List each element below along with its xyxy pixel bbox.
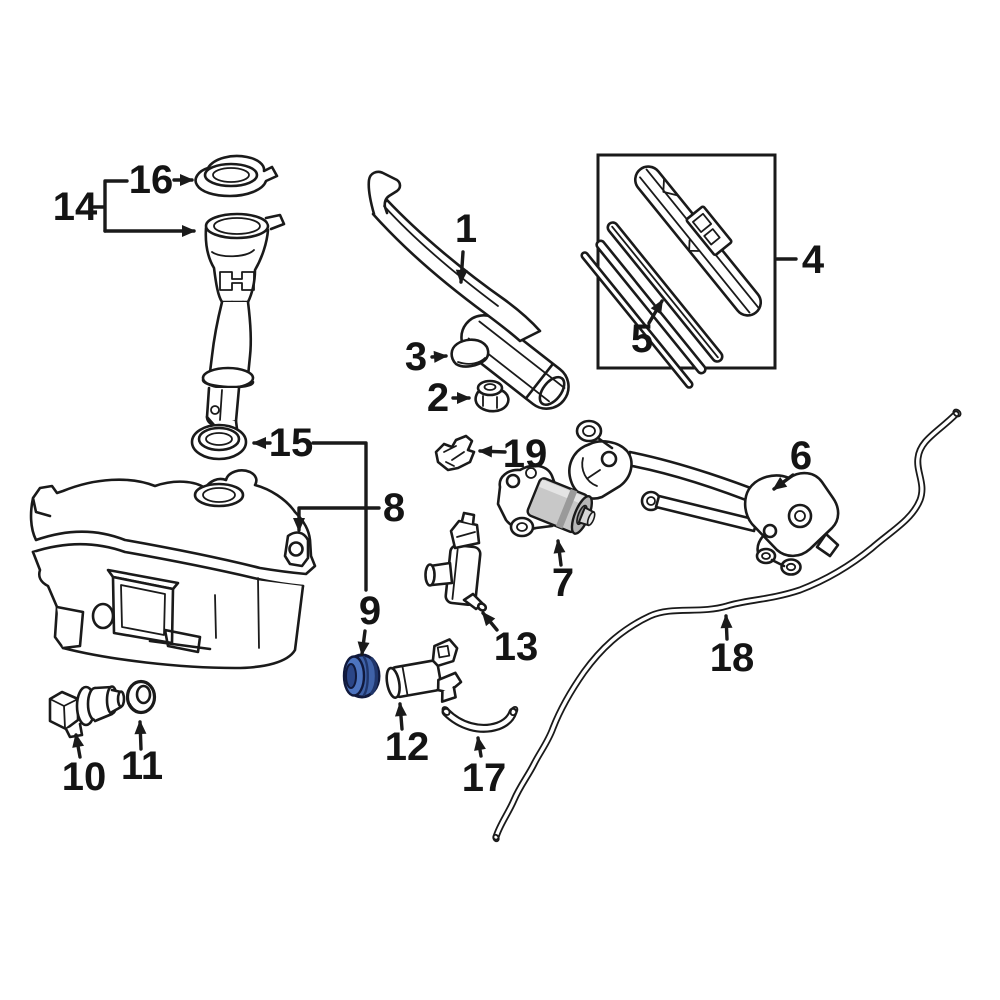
leader-9 <box>357 629 370 656</box>
leader-13 <box>481 611 499 632</box>
callout-9: 9 <box>359 589 381 633</box>
callout-3: 3 <box>405 335 427 379</box>
wiper-linkage-drawing <box>568 419 840 576</box>
callout-6: 6 <box>790 434 812 478</box>
leader-8 <box>293 506 381 532</box>
leader-7 <box>553 539 566 567</box>
arm-cap-drawing <box>450 338 490 368</box>
leader-12 <box>394 702 407 731</box>
level-sensor-drawing <box>48 685 126 739</box>
callout-labels: 1 2 3 4 5 6 7 8 9 10 11 12 13 14 15 16 1… <box>53 158 825 800</box>
washer-pump-front-drawing <box>385 638 463 703</box>
filler-cap-drawing <box>194 154 279 198</box>
callout-4: 4 <box>802 238 825 282</box>
leader-5 <box>647 299 664 325</box>
leader-11 <box>134 720 147 751</box>
callout-16: 16 <box>129 158 174 202</box>
washer-reservoir-drawing <box>29 469 317 670</box>
callout-2: 2 <box>427 376 449 420</box>
leader-10 <box>72 733 85 759</box>
callout-13: 13 <box>494 625 539 669</box>
pump-grommet-highlight-drawing <box>342 653 381 699</box>
callout-18: 18 <box>710 636 755 680</box>
pivot-grommet-drawing <box>474 379 510 413</box>
callout-11: 11 <box>121 744 163 788</box>
reservoir-seal-drawing <box>190 423 248 461</box>
leader-6 <box>772 473 795 491</box>
washer-hose-long-drawing <box>492 408 962 843</box>
washer-pump-rear-drawing <box>424 511 488 612</box>
leader-18 <box>720 614 733 641</box>
hose-bracket-drawing <box>434 434 476 472</box>
callout-1: 1 <box>455 207 477 251</box>
wiper-blade-box-drawing <box>580 153 777 389</box>
callout-19: 19 <box>503 432 548 476</box>
callout-15: 15 <box>269 421 314 465</box>
leader-14-bracket <box>92 179 129 233</box>
sensor-grommet-drawing <box>125 679 157 715</box>
callout-17: 17 <box>462 756 507 800</box>
leader-17 <box>474 736 486 758</box>
wiper-motor-drawing <box>496 464 596 538</box>
callout-leaders <box>72 174 798 759</box>
callout-8: 8 <box>383 486 405 530</box>
leader-19 <box>478 445 507 458</box>
callout-14: 14 <box>53 185 98 229</box>
washer-hose-short-drawing <box>441 706 519 733</box>
leader-9-link <box>311 441 368 592</box>
callout-7: 7 <box>552 561 574 605</box>
filler-neck-drawing <box>201 212 286 435</box>
callout-12: 12 <box>385 725 430 769</box>
leader-3 <box>430 350 448 363</box>
leader-1 <box>455 250 468 284</box>
callout-5: 5 <box>631 317 653 361</box>
callout-10: 10 <box>62 755 107 799</box>
